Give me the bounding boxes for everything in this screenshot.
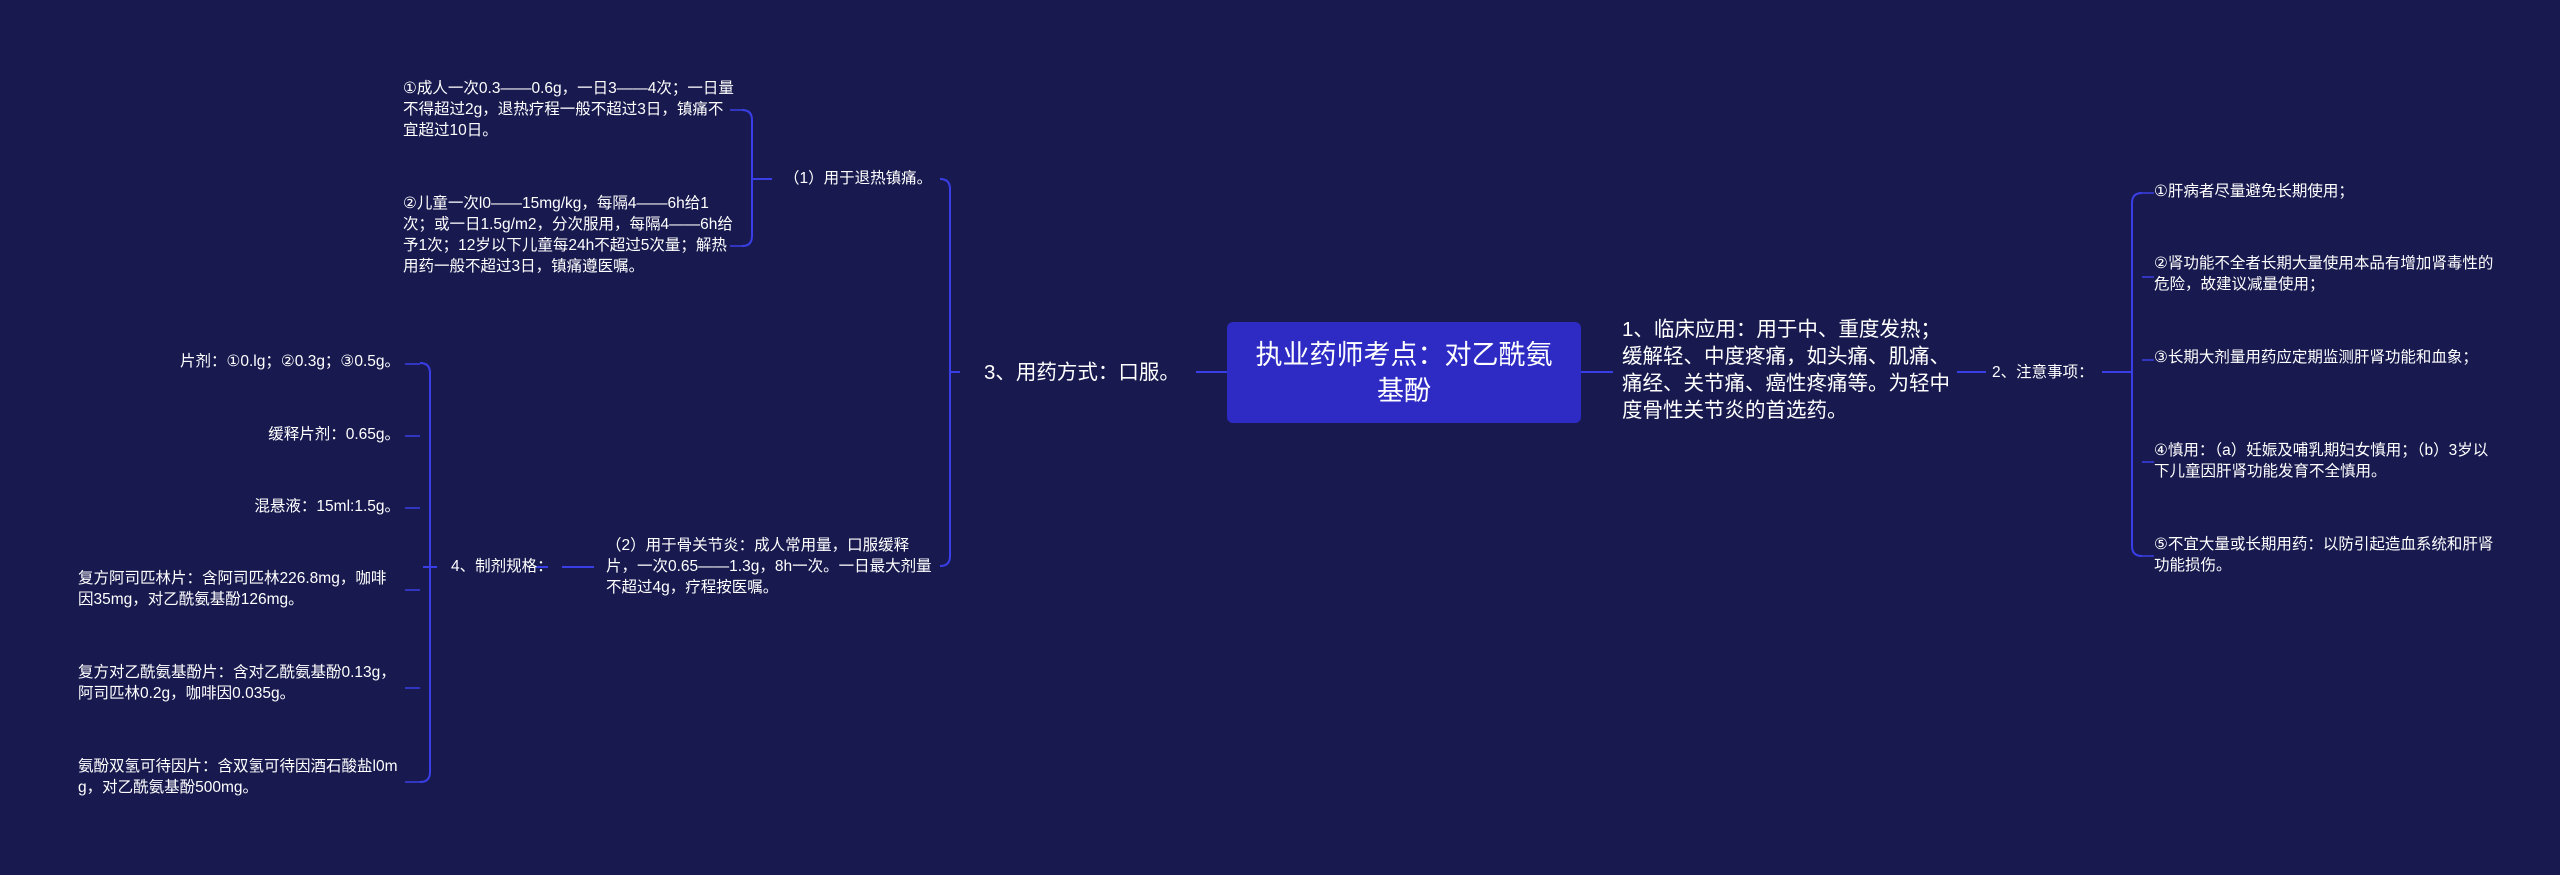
suspension-node[interactable]: 混悬液：15ml:1.5g。	[254, 498, 400, 515]
arthritis-node[interactable]: （2）用于骨关节炎：成人常用量，口服缓释片，一次0.65——1.3g，8h一次。…	[606, 537, 932, 596]
compound-aspirin-node[interactable]: 复方阿司匹林片：含阿司匹林226.8mg，咖啡因35mg，对乙酰氨基酚126mg…	[78, 570, 387, 608]
clinical-node[interactable]: 1、临床应用：用于中、重度发热；缓解轻、中度疼痛，如头痛、肌痛、痛经、关节痛、癌…	[1622, 318, 1950, 422]
sr-tablet-node[interactable]: 缓释片剂：0.65g。	[268, 426, 400, 443]
precautions-node[interactable]: 2、注意事项：	[1992, 364, 2094, 381]
usage-node[interactable]: 3、用药方式：口服。	[984, 361, 1180, 384]
adult-dose-node[interactable]: ①成人一次0.3——0.6g，一日3——4次；一日量不得超过2g，退热疗程一般不…	[403, 80, 734, 139]
precaution-3-node[interactable]: ③长期大剂量用药应定期监测肝肾功能和血象；	[2154, 349, 2478, 366]
precaution-2-node[interactable]: ②肾功能不全者长期大量使用本品有增加肾毒性的危险，故建议减量使用；	[2154, 255, 2494, 293]
dihydrocodeine-node[interactable]: 氨酚双氢可待因片：含双氢可待因酒石酸盐l0mg，对乙酰氨基酚500mg。	[78, 758, 398, 796]
precaution-5-node[interactable]: ⑤不宜大量或长期用药：以防引起造血系统和肝肾功能损伤。	[2154, 536, 2494, 574]
antipyretic-node[interactable]: （1）用于退热镇痛。	[784, 170, 933, 187]
precaution-1-node[interactable]: ①肝病者尽量避免长期使用；	[2154, 183, 2354, 200]
precaution-4-node[interactable]: ④慎用：（a）妊娠及哺乳期妇女慎用；（b）3岁以下儿童因肝肾功能发育不全慎用。	[2154, 442, 2489, 480]
formulations-node[interactable]: 4、制剂规格：	[451, 558, 553, 575]
child-dose-node[interactable]: ②儿童一次l0——15mg/kg，每隔4——6h给1次；或一日1.5g/m2，分…	[403, 195, 733, 275]
compound-apap-node[interactable]: 复方对乙酰氨基酚片：含对乙酰氨基酚0.13g，阿司匹林0.2g，咖啡因0.035…	[78, 664, 396, 702]
tablet-node[interactable]: 片剂：①0.lg；②0.3g；③0.5g。	[179, 353, 400, 370]
central-topic[interactable]: 执业药师考点：对乙酰氨基酚	[1227, 322, 1581, 423]
